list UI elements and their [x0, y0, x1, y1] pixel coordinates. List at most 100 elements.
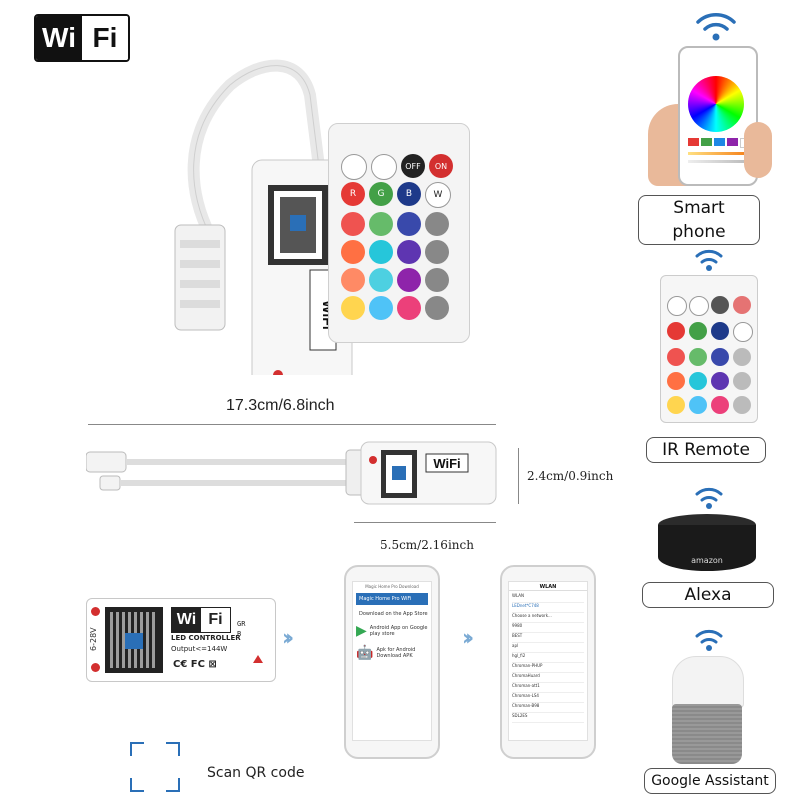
android-icon: 🤖: [356, 645, 374, 661]
google-assistant-label: Google Assistant: [644, 768, 776, 794]
brightness-bar: [688, 152, 748, 155]
wlan-row: hgl_fi2: [512, 653, 584, 663]
ce-mark: C€ FC ⊠: [173, 659, 217, 670]
google-play-icon: ▶: [356, 623, 367, 639]
height-label: 2.4cm/0.9inch: [527, 469, 614, 483]
red-key: R: [341, 182, 365, 206]
pin-labels: GRB: [237, 620, 246, 638]
green-key: G: [369, 182, 393, 206]
echo-brand: amazon: [691, 556, 723, 565]
ir-remote-main: OFF ON R G B W: [328, 123, 470, 343]
google-home-device: [672, 656, 744, 764]
android-apk-item: 🤖 Apk for Android Download APK: [356, 645, 428, 661]
red-triangle-icon: [253, 655, 263, 663]
wifi-logo-right: Fi: [82, 16, 128, 60]
mode-key: [425, 296, 449, 320]
controller-side-view: WiFi: [86, 441, 497, 505]
red-key: [667, 322, 685, 340]
wlan-row: Choose a network...: [512, 613, 584, 623]
wlan-row: ChromaHuard: [512, 673, 584, 683]
blue-key: [711, 322, 729, 340]
controller-output: Output<=144W: [171, 645, 228, 653]
google-play-item: ▶ Android App on Google play store: [356, 623, 428, 639]
brightness-up-key: [667, 296, 687, 316]
color-key: [341, 296, 365, 320]
download-item-3: Apk for Android Download APK: [376, 647, 416, 659]
color-wheel: [688, 76, 744, 132]
controller-with-cable: WiFi: [174, 59, 353, 375]
white-key: W: [425, 182, 451, 208]
white-key: [733, 322, 753, 342]
phone-wlan: WLAN WLAN LEDnet*C748 Choose a network..…: [500, 565, 596, 759]
mode-key: [733, 396, 751, 414]
controller-brand-right: Fi: [208, 611, 223, 628]
color-key: [369, 296, 393, 320]
echo-body: [658, 525, 756, 571]
color-key: [397, 268, 421, 292]
wifi-signal-icon: [695, 249, 723, 271]
color-key: [341, 212, 365, 236]
echo-dot-device: amazon: [658, 514, 756, 578]
length-line: [88, 424, 496, 425]
scan-qr-label: Scan QR code: [207, 765, 305, 781]
wlan-row: Chroman-att1: [512, 683, 584, 693]
alexa-label: Alexa: [642, 582, 774, 608]
wifi-signal-icon: [695, 487, 723, 509]
color-key: [711, 396, 729, 414]
color-key: [341, 240, 365, 264]
on-key: ON: [429, 154, 453, 178]
wlan-row: BEST: [512, 633, 584, 643]
phone1-app-title: Magic Home Pro WiFi: [356, 593, 428, 605]
svg-text:WiFi: WiFi: [433, 456, 460, 471]
google-home-top: [672, 656, 744, 708]
wlan-row: LEDnet*C748: [512, 603, 584, 613]
color-key: [369, 240, 393, 264]
length-label: 17.3cm/6.8inch: [226, 397, 335, 414]
color-key: [397, 212, 421, 236]
brightness-up-key: [341, 154, 367, 180]
download-item-2: Android App on Google play store: [369, 625, 428, 637]
apple-store-item: Download on the App Store: [356, 611, 428, 617]
wlan-row: WLAN: [512, 593, 584, 603]
mode-key: [425, 268, 449, 292]
on-key: [733, 296, 751, 314]
controller-brand-box: Wi Fi: [171, 607, 231, 633]
scan-frame-icon: [130, 742, 180, 792]
google-home-base: [672, 704, 742, 764]
phone2-header: WLAN: [509, 582, 587, 591]
controller-closeup: 6-28V Wi Fi LED CONTROLLER Output<=144W …: [86, 598, 276, 682]
height-line: [518, 448, 519, 504]
hand-with-phone: [648, 46, 774, 186]
mode-key: [733, 372, 751, 390]
controller-title: LED CONTROLLER: [171, 634, 241, 642]
white-bar: [688, 160, 748, 163]
phone1-header: Magic Home Pro Download: [365, 584, 419, 589]
controller-brand-left: Wi: [172, 608, 201, 632]
wlan-row: Chroman-PHUP: [512, 663, 584, 673]
blue-key: B: [397, 182, 421, 206]
arrow-right-icon: ››: [282, 626, 294, 651]
color-key: [689, 396, 707, 414]
power-dot-bottom: [91, 663, 100, 672]
mode-key: [425, 212, 449, 236]
qr-code: [105, 607, 163, 673]
brightness-down-key: [689, 296, 709, 316]
ir-remote-label: IR Remote: [646, 437, 766, 463]
color-key: [667, 348, 685, 366]
color-key: [667, 396, 685, 414]
voltage-label: 6-28V: [89, 627, 98, 651]
color-key: [369, 268, 393, 292]
mode-key: [733, 348, 751, 366]
green-key: [689, 322, 707, 340]
wlan-row: Chroman-LS4: [512, 693, 584, 703]
wlan-row: Chroman-B98: [512, 703, 584, 713]
power-dot-top: [91, 607, 100, 616]
color-key: [711, 348, 729, 366]
wifi-logo: Wi Fi: [34, 14, 130, 62]
wlan-list: WLAN LEDnet*C748 Choose a network... 998…: [509, 591, 587, 725]
download-item-1: Download on the App Store: [359, 611, 428, 617]
smart-phone-label: Smart phone: [638, 195, 760, 245]
color-key: [397, 240, 421, 264]
off-key: OFF: [401, 154, 425, 178]
color-key: [341, 268, 365, 292]
